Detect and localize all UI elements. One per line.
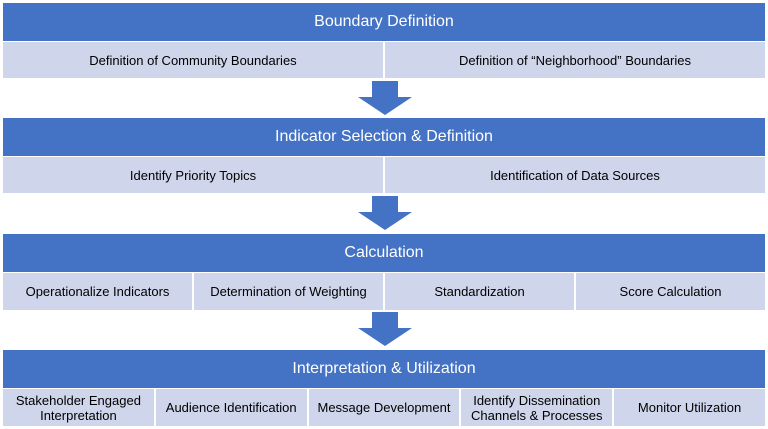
stage-items: Operationalize Indicators Determination … — [3, 273, 765, 310]
item-community-boundaries: Definition of Community Boundaries — [3, 42, 383, 78]
item-score-calculation: Score Calculation — [576, 273, 765, 310]
item-message-development: Message Development — [308, 389, 460, 426]
item-operationalize-indicators: Operationalize Indicators — [3, 273, 192, 310]
stage-items: Identify Priority Topics Identification … — [3, 157, 765, 193]
stage-title: Boundary Definition — [3, 3, 765, 41]
item-neighborhood-boundaries: Definition of “Neighborhood” Boundaries — [385, 42, 765, 78]
stage-items: Definition of Community Boundaries Defin… — [3, 42, 765, 78]
item-stakeholder-interpretation: Stakeholder Engaged Interpretation — [3, 389, 154, 426]
stage-title: Interpretation & Utilization — [3, 350, 765, 388]
item-dissemination-channels: Identify Dissemination Channels & Proces… — [461, 389, 613, 426]
item-data-sources: Identification of Data Sources — [385, 157, 765, 193]
item-determination-of-weighting: Determination of Weighting — [194, 273, 383, 310]
item-priority-topics: Identify Priority Topics — [3, 157, 383, 193]
stage-items: Stakeholder Engaged Interpretation Audie… — [3, 389, 765, 426]
item-standardization: Standardization — [385, 273, 574, 310]
item-monitor-utilization: Monitor Utilization — [614, 389, 765, 426]
stage-title: Indicator Selection & Definition — [3, 118, 765, 156]
item-audience-identification: Audience Identification — [155, 389, 307, 426]
stage-title: Calculation — [3, 234, 765, 272]
